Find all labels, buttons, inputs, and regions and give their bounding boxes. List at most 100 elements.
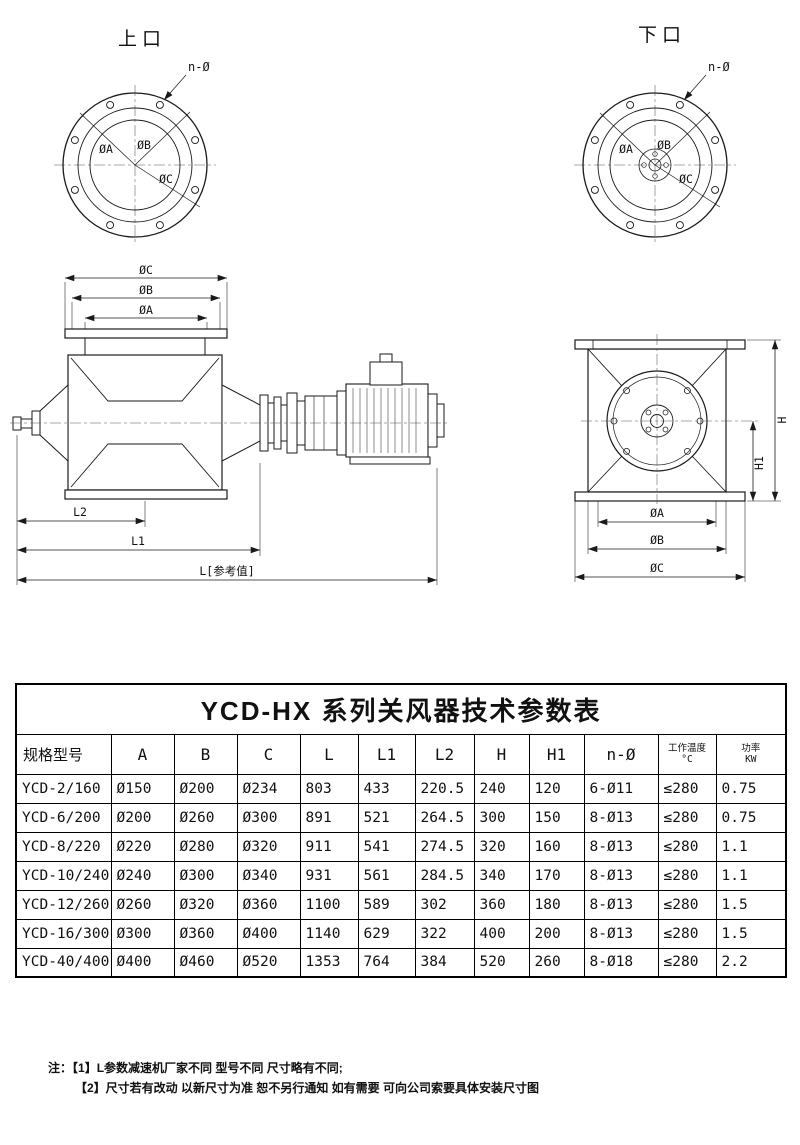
col-header-temp: 工作温度 °C [657,733,717,775]
inlet-flange-drawing: ØA ØB ØC n-Ø [54,60,216,245]
n-phi-leader [683,74,707,101]
value-cell: ≤280 [657,831,717,862]
value-cell: Ø240 [110,860,175,891]
side-view-drawing: ØC ØB ØA [10,263,448,585]
col-header-model: 规格型号 [15,733,112,775]
temp-header-line2: °C [681,754,693,765]
value-cell: 931 [299,860,359,891]
table-title-row: YCD-HX 系列关风器技术参数表 [15,683,787,735]
outlet-flange-drawing: ØA ØB ØC n-Ø [574,60,736,245]
value-cell: 0.75 [715,773,787,804]
value-cell: 284.5 [414,860,475,891]
value-cell: 0.75 [715,802,787,833]
col-header-n-phi: n-Ø [583,733,659,775]
bottom-dimensions [16,435,438,585]
bolt-holes [70,100,200,230]
dim-label-L2: L2 [73,505,87,519]
value-cell: 302 [414,889,475,920]
value-cell: 911 [299,831,359,862]
value-cell: Ø300 [236,802,301,833]
dim-label-phiC: ØC [139,263,153,277]
value-cell: Ø460 [173,947,238,978]
front-view-drawing: H H1 ØA ØB ØC [574,334,789,582]
value-cell: Ø200 [110,802,175,833]
n-phi-label: n-Ø [188,60,210,74]
centerlines [581,334,761,504]
value-cell: 322 [414,918,475,949]
n-phi-leader [163,74,187,101]
value-cell: 220.5 [414,773,475,804]
value-cell: 120 [528,773,585,804]
dim-label-L1: L1 [131,534,145,548]
table-title: YCD-HX 系列关风器技术参数表 [15,683,787,735]
col-header-l: L [299,733,359,775]
value-cell: 891 [299,802,359,833]
footnote-2-text: 【2】尺寸若有改动 以新尺寸为准 恕不另行通知 如有需要 可向公司索要具体安装尺… [75,1081,540,1095]
dim-label-L-ref: L[参考值] [199,564,254,578]
value-cell: 264.5 [414,802,475,833]
value-cell: 8-Ø18 [583,947,659,978]
dim-label-phiC: ØC [650,561,664,575]
value-cell: 180 [528,889,585,920]
col-header-b: B [173,733,238,775]
flange-circles [582,92,728,238]
value-cell: 300 [473,802,530,833]
value-cell: Ø320 [173,889,238,920]
footnote-prefix: 注： [48,1061,73,1075]
width-dimensions [574,501,746,582]
value-cell: 8-Ø13 [583,860,659,891]
value-cell: Ø520 [236,947,301,978]
dim-label-H: H [775,416,789,423]
model-cell: YCD-8/220 [15,831,112,862]
parameters-table-section: YCD-HX 系列关风器技术参数表 规格型号 A B C L L1 L2 H H… [15,683,788,978]
dim-label-phiB: ØB [139,283,153,297]
col-header-l1: L1 [357,733,416,775]
dim-label-phiB: ØB [650,533,664,547]
value-cell: 433 [357,773,416,804]
value-cell: Ø400 [110,947,175,978]
parameters-table: YCD-HX 系列关风器技术参数表 规格型号 A B C L L1 L2 H H… [15,683,788,978]
dim-label-phiA: ØA [99,142,113,156]
dim-label-phiC: ØC [679,172,693,186]
value-cell: 764 [357,947,416,978]
value-cell: Ø300 [110,918,175,949]
value-cell: Ø260 [173,802,238,833]
value-cell: 521 [357,802,416,833]
valve-body [64,328,228,500]
value-cell: 200 [528,918,585,949]
value-cell: Ø234 [236,773,301,804]
model-cell: YCD-12/260 [15,889,112,920]
value-cell: 360 [473,889,530,920]
model-cell: YCD-40/400 [15,947,112,978]
value-cell: Ø280 [173,831,238,862]
value-cell: Ø320 [236,831,301,862]
motor [336,353,445,465]
top-dimensions [64,274,228,329]
flange-circles [62,92,208,238]
col-header-h: H [473,733,530,775]
col-header-a: A [110,733,175,775]
value-cell: 160 [528,831,585,862]
bottom-outlet-title: 下口 [638,25,687,46]
value-cell: 629 [357,918,416,949]
value-cell: 803 [299,773,359,804]
model-cell: YCD-6/200 [15,802,112,833]
value-cell: 240 [473,773,530,804]
value-cell: 320 [473,831,530,862]
value-cell: Ø300 [173,860,238,891]
value-cell: 1.1 [715,831,787,862]
value-cell: 561 [357,860,416,891]
dim-label-phiB: ØB [137,138,151,152]
value-cell: 1353 [299,947,359,978]
value-cell: 340 [473,860,530,891]
value-cell: 8-Ø13 [583,831,659,862]
value-cell: 589 [357,889,416,920]
value-cell: Ø200 [173,773,238,804]
value-cell: 260 [528,947,585,978]
